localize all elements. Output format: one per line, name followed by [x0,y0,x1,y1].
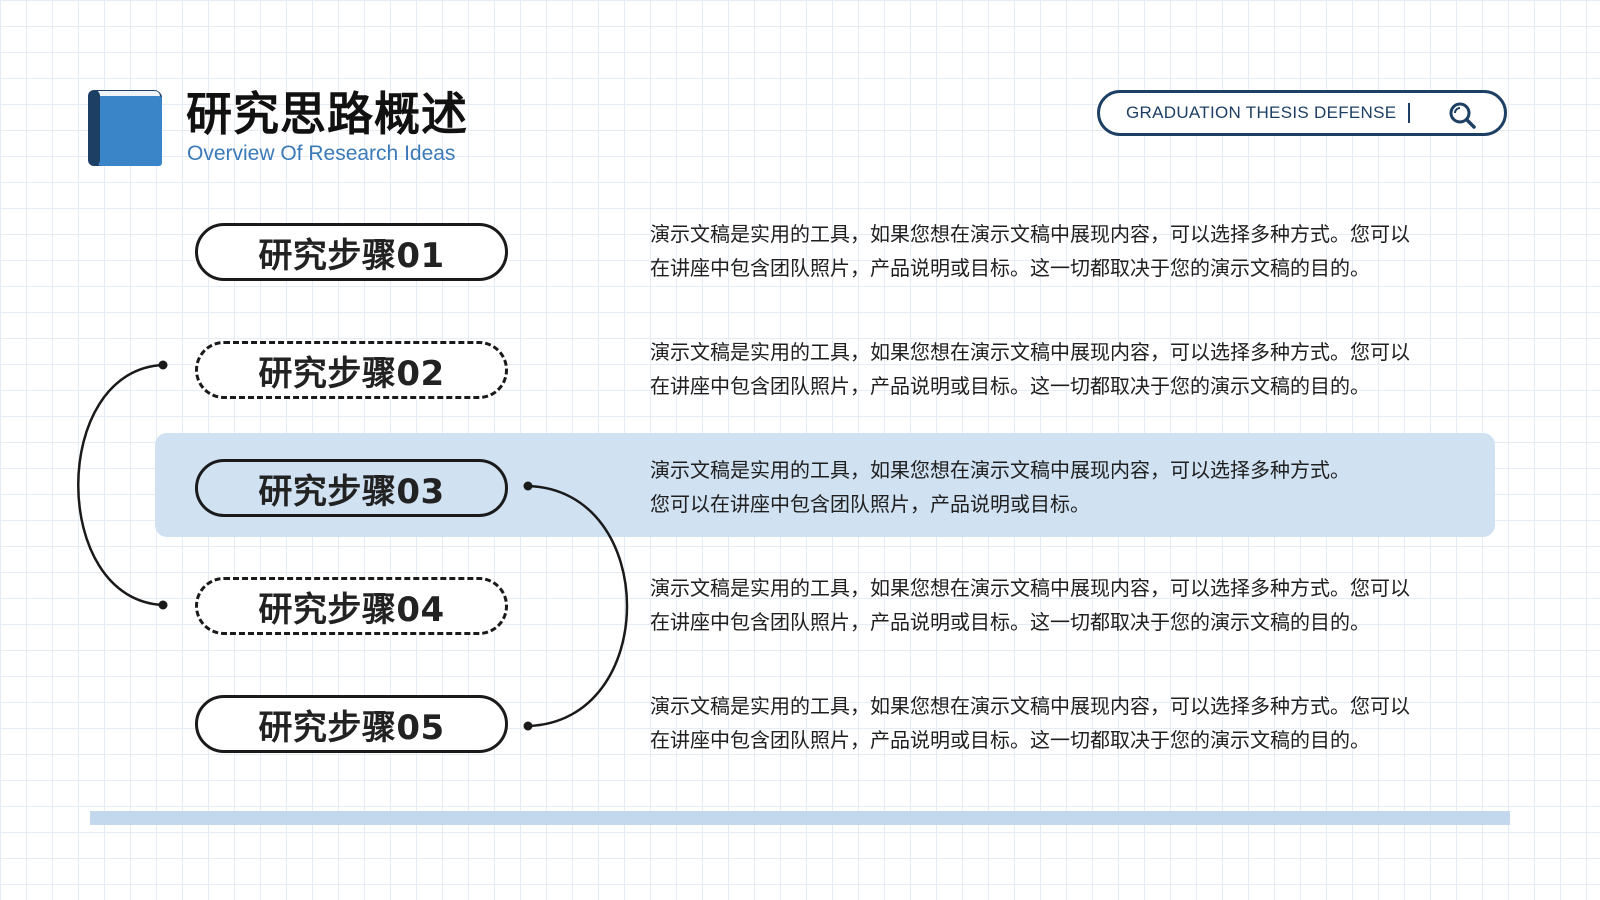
text-cursor [1408,103,1411,123]
step-label: 研究步骤01 [258,235,445,276]
step-02-description: 演示文稿是实用的工具，如果您想在演示文稿中展现内容，可以选择多种方式。您可以 在… [650,335,1500,403]
step-01-description: 演示文稿是实用的工具，如果您想在演示文稿中展现内容，可以选择多种方式。您可以 在… [650,217,1500,285]
step-04-pill[interactable]: 研究步骤04 [195,577,508,635]
step-desc-line: 演示文稿是实用的工具，如果您想在演示文稿中展现内容，可以选择多种方式。您可以 [650,222,1410,246]
page-title: 研究思路概述 [186,87,468,141]
step-02-pill[interactable]: 研究步骤02 [195,341,508,399]
book-icon [88,90,162,166]
connector-dot [158,360,168,370]
connector-step02-step04 [77,363,164,607]
step-desc-line: 演示文稿是实用的工具，如果您想在演示文稿中展现内容，可以选择多种方式。您可以 [650,694,1410,718]
connector-dot [158,600,168,610]
step-label: 研究步骤02 [258,353,445,394]
search-bar-text: GRADUATION THESIS DEFENSE [1126,103,1397,122]
step-03-pill[interactable]: 研究步骤03 [195,459,508,517]
step-03-description: 演示文稿是实用的工具，如果您想在演示文稿中展现内容，可以选择多种方式。 您可以在… [650,453,1500,521]
search-icon[interactable] [1448,101,1476,129]
step-desc-line: 在讲座中包含团队照片，产品说明或目标。这一切都取决于您的演示文稿的目的。 [650,374,1370,398]
step-label: 研究步骤04 [258,589,445,630]
page-subtitle: Overview Of Research Ideas [187,142,456,165]
bottom-accent-bar [90,811,1510,825]
step-desc-line: 在讲座中包含团队照片，产品说明或目标。这一切都取决于您的演示文稿的目的。 [650,610,1370,634]
step-desc-line: 演示文稿是实用的工具，如果您想在演示文稿中展现内容，可以选择多种方式。 [650,458,1350,482]
search-bar[interactable]: GRADUATION THESIS DEFENSE [1097,90,1507,136]
connector-dot [523,721,533,731]
connector-dot [523,481,533,491]
step-label: 研究步骤05 [258,707,445,748]
step-desc-line: 在讲座中包含团队照片，产品说明或目标。这一切都取决于您的演示文稿的目的。 [650,728,1370,752]
step-label: 研究步骤03 [258,471,445,512]
connector-step03-step05 [527,484,629,728]
step-01-pill[interactable]: 研究步骤01 [195,223,508,281]
step-05-pill[interactable]: 研究步骤05 [195,695,508,753]
step-desc-line: 演示文稿是实用的工具，如果您想在演示文稿中展现内容，可以选择多种方式。您可以 [650,340,1410,364]
step-desc-line: 演示文稿是实用的工具，如果您想在演示文稿中展现内容，可以选择多种方式。您可以 [650,576,1410,600]
step-desc-line: 您可以在讲座中包含团队照片，产品说明或目标。 [650,492,1090,516]
step-desc-line: 在讲座中包含团队照片，产品说明或目标。这一切都取决于您的演示文稿的目的。 [650,256,1370,280]
step-04-description: 演示文稿是实用的工具，如果您想在演示文稿中展现内容，可以选择多种方式。您可以 在… [650,571,1500,639]
step-05-description: 演示文稿是实用的工具，如果您想在演示文稿中展现内容，可以选择多种方式。您可以 在… [650,689,1500,757]
